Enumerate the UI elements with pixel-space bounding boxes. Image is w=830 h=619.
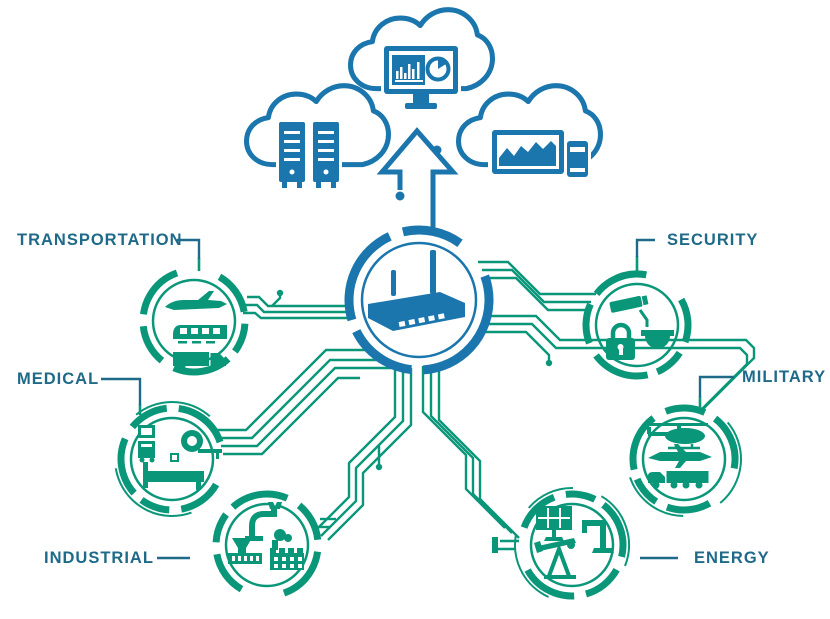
monitor-dashboard-icon <box>384 46 458 109</box>
cloud-servers <box>247 86 389 190</box>
press-machine-icon <box>228 538 262 564</box>
hospital-bed-icon <box>143 462 204 490</box>
military-truck-icon <box>648 471 709 489</box>
cloud-mobile <box>459 86 601 181</box>
node-label-industrial: INDUSTRIAL <box>44 549 154 567</box>
node-security <box>582 270 692 380</box>
circuit-traces-security <box>478 260 596 312</box>
mri-scanner-icon <box>181 430 222 459</box>
cctv-camera-icon <box>609 295 649 327</box>
node-industrial <box>212 490 322 600</box>
circuit-traces-energy <box>421 366 520 553</box>
medical-badge-icon <box>170 453 179 462</box>
train-icon <box>173 325 227 344</box>
node-medical <box>114 401 231 517</box>
hub-node <box>344 225 494 375</box>
node-label-medical: MEDICAL <box>17 370 100 388</box>
truck-icon <box>173 352 226 371</box>
bracket-military <box>698 375 734 397</box>
dome-camera-icon <box>641 330 674 349</box>
circuit-traces-industrial <box>313 366 413 541</box>
iot-gateway-router-icon <box>368 250 465 331</box>
node-label-transportation: TRANSPORTATION <box>17 231 183 249</box>
node-transportation <box>139 266 249 376</box>
node-label-energy: ENERGY <box>694 549 770 567</box>
node-energy <box>514 487 630 603</box>
utility-pump-icon <box>582 520 614 553</box>
patient-monitor-icon <box>138 425 155 463</box>
tablet-chart-and-phone-icon <box>492 130 588 177</box>
node-military <box>626 401 742 517</box>
hub-inner-ring <box>360 241 478 359</box>
cloud-analytics <box>351 10 493 111</box>
circuit-traces-medical <box>216 348 400 456</box>
hub-outer-ring <box>344 225 494 375</box>
solar-panel-icon <box>536 506 572 541</box>
bracket-security <box>635 238 655 257</box>
circuit-traces-transportation <box>243 289 350 320</box>
upload-arrow-icon <box>376 127 459 235</box>
robot-arm-icon <box>245 502 282 541</box>
airplane-icon <box>165 291 227 310</box>
bracket-medical <box>101 377 142 405</box>
bracket-transportation <box>177 238 201 259</box>
server-racks-icon <box>279 122 339 188</box>
factory-icon <box>270 529 304 570</box>
oil-pumpjack-icon <box>534 538 576 579</box>
circuit-traces-military <box>483 314 756 412</box>
fighter-jet-icon <box>648 444 712 468</box>
helicopter-icon <box>647 423 708 450</box>
padlock-icon <box>606 322 635 360</box>
node-label-military: MILITARY <box>742 368 827 386</box>
node-label-security: SECURITY <box>667 231 759 249</box>
